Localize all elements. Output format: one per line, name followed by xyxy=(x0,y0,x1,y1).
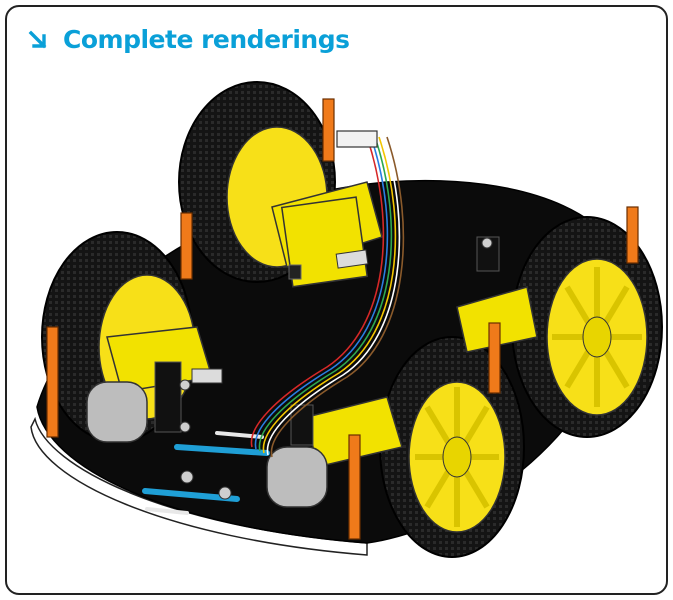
connector-icon xyxy=(336,130,378,148)
motor-right xyxy=(456,236,538,353)
standoff-icon xyxy=(322,98,335,162)
card-frame: Complete renderings xyxy=(5,5,668,595)
wheel-right-rear xyxy=(511,216,663,438)
nut-icon xyxy=(180,470,194,484)
standoff-icon xyxy=(46,326,59,438)
plate-slots xyxy=(142,431,270,515)
motor-rear xyxy=(271,181,383,288)
wire-harness xyxy=(250,136,405,458)
standoff-icon xyxy=(488,322,501,394)
standoff-icon xyxy=(626,206,639,264)
page-title: Complete renderings xyxy=(63,25,350,54)
standoff-icon xyxy=(180,212,193,280)
bolt-icon xyxy=(481,237,493,249)
wheel-right-front xyxy=(379,336,525,558)
arrow-down-right-icon xyxy=(28,30,47,48)
nut-icon xyxy=(218,486,232,500)
robot-car-illustration xyxy=(30,81,663,558)
standoff-icon xyxy=(348,434,361,540)
bolt-icon xyxy=(179,421,191,433)
bolt-icon xyxy=(179,379,191,391)
motor-front-left xyxy=(86,326,223,443)
standoffs xyxy=(46,98,639,540)
section-header: Complete renderings xyxy=(27,25,350,54)
motor-front xyxy=(266,396,403,508)
